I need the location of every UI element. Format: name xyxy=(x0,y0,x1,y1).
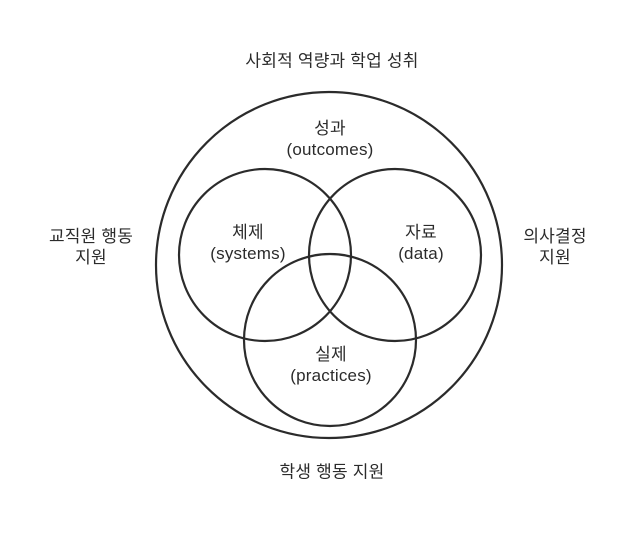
diagram-title-text: 사회적 역량과 학업 성취 xyxy=(245,51,419,71)
right-side-label-line2: 지원 xyxy=(539,248,571,267)
data-label-ko: 자료 xyxy=(405,223,437,242)
systems-label-en: (systems) xyxy=(210,244,286,263)
left-side-label-line2: 지원 xyxy=(75,248,107,267)
bottom-side-label: 학생 행동 지원 xyxy=(280,462,385,483)
practices-label-ko: 실제 xyxy=(315,345,347,364)
data-label-en: (data) xyxy=(398,244,444,263)
outcomes-label-ko: 성과 xyxy=(314,119,346,138)
practices-label-en: (practices) xyxy=(290,366,372,385)
circle-data xyxy=(307,167,483,343)
circle-practices xyxy=(242,252,418,428)
left-side-label-line1: 교직원 행동 xyxy=(48,227,134,246)
outer-circle-label: 성과 (outcomes) xyxy=(286,118,373,160)
systems-label-ko: 체제 xyxy=(232,223,264,242)
outer-circle-outcomes xyxy=(154,90,504,440)
practices-circle-label: 실제 (practices) xyxy=(290,344,372,386)
data-circle-label: 자료 (data) xyxy=(398,222,444,264)
right-side-label-line1: 의사결정 xyxy=(523,227,587,246)
bottom-side-label-text: 학생 행동 지원 xyxy=(279,462,385,482)
right-side-label: 의사결정 지원 xyxy=(523,226,586,268)
circle-systems xyxy=(177,167,353,343)
diagram-title: 사회적 역량과 학업 성취 xyxy=(245,51,418,72)
left-side-label: 교직원 행동 지원 xyxy=(49,226,133,268)
systems-circle-label: 체제 (systems) xyxy=(210,222,285,264)
outcomes-label-en: (outcomes) xyxy=(286,140,374,159)
